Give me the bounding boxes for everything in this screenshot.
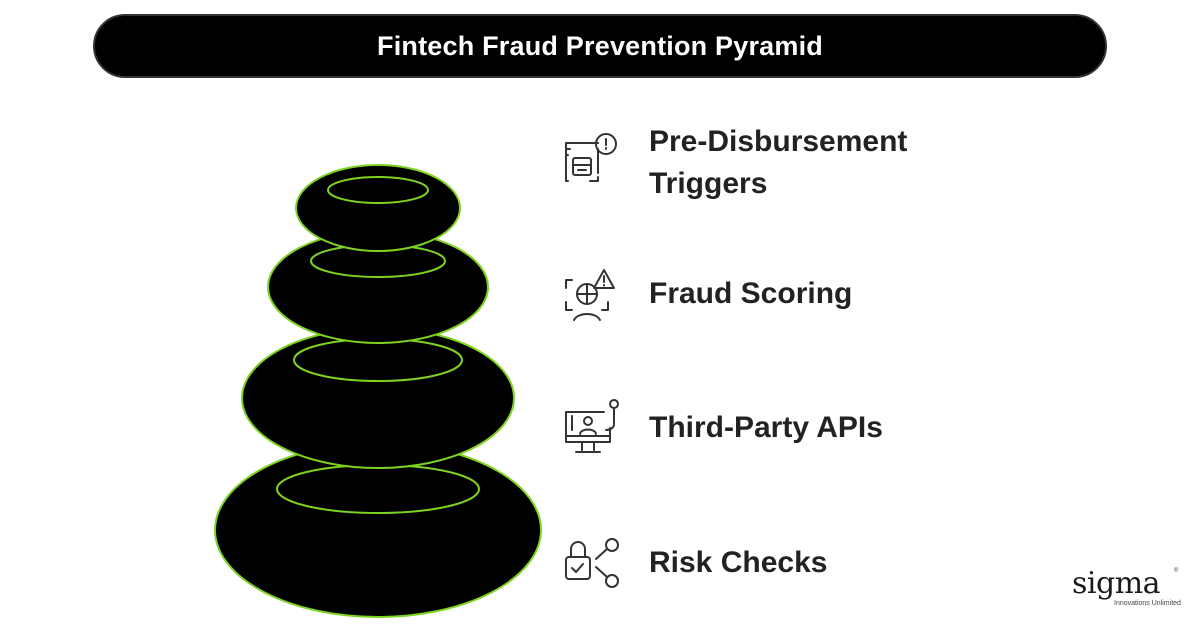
monitor-user-icon xyxy=(565,399,619,453)
page-title: Fintech Fraud Prevention Pyramid xyxy=(377,30,823,61)
sigma-logo: sigma ® Innovations Unlimited xyxy=(1068,566,1183,616)
document-alert-icon xyxy=(565,133,617,182)
title-banner: Fintech Fraud Prevention Pyramid xyxy=(93,14,1107,78)
layer-item-risk-checks: Risk Checks xyxy=(560,531,827,595)
face-scan-alert-icon xyxy=(565,269,615,321)
layer-pre-disbursement-ring xyxy=(295,164,461,252)
layer-third-party-apis-ring xyxy=(241,327,515,469)
layer-item-third-party-apis: Third-Party APIs xyxy=(560,396,883,460)
layer-label: Risk Checks xyxy=(649,546,828,579)
pyramid-stack xyxy=(214,164,542,618)
layer-label: Third-Party APIs xyxy=(649,411,883,444)
logo-tagline: Innovations Unlimited xyxy=(1114,600,1181,607)
layer-risk-checks-ring xyxy=(214,442,542,618)
logo-wordmark: sigma xyxy=(1072,566,1161,601)
logo-registered-mark: ® xyxy=(1174,568,1179,574)
layer-label: Pre-Disbursement Triggers xyxy=(649,125,908,200)
layer-item-fraud-scoring: Fraud Scoring xyxy=(560,262,852,326)
layer-label: Fraud Scoring xyxy=(649,277,853,310)
lock-share-icon xyxy=(565,538,619,588)
layer-item-pre-disbursement: Pre-Disbursement Triggers xyxy=(560,121,949,205)
